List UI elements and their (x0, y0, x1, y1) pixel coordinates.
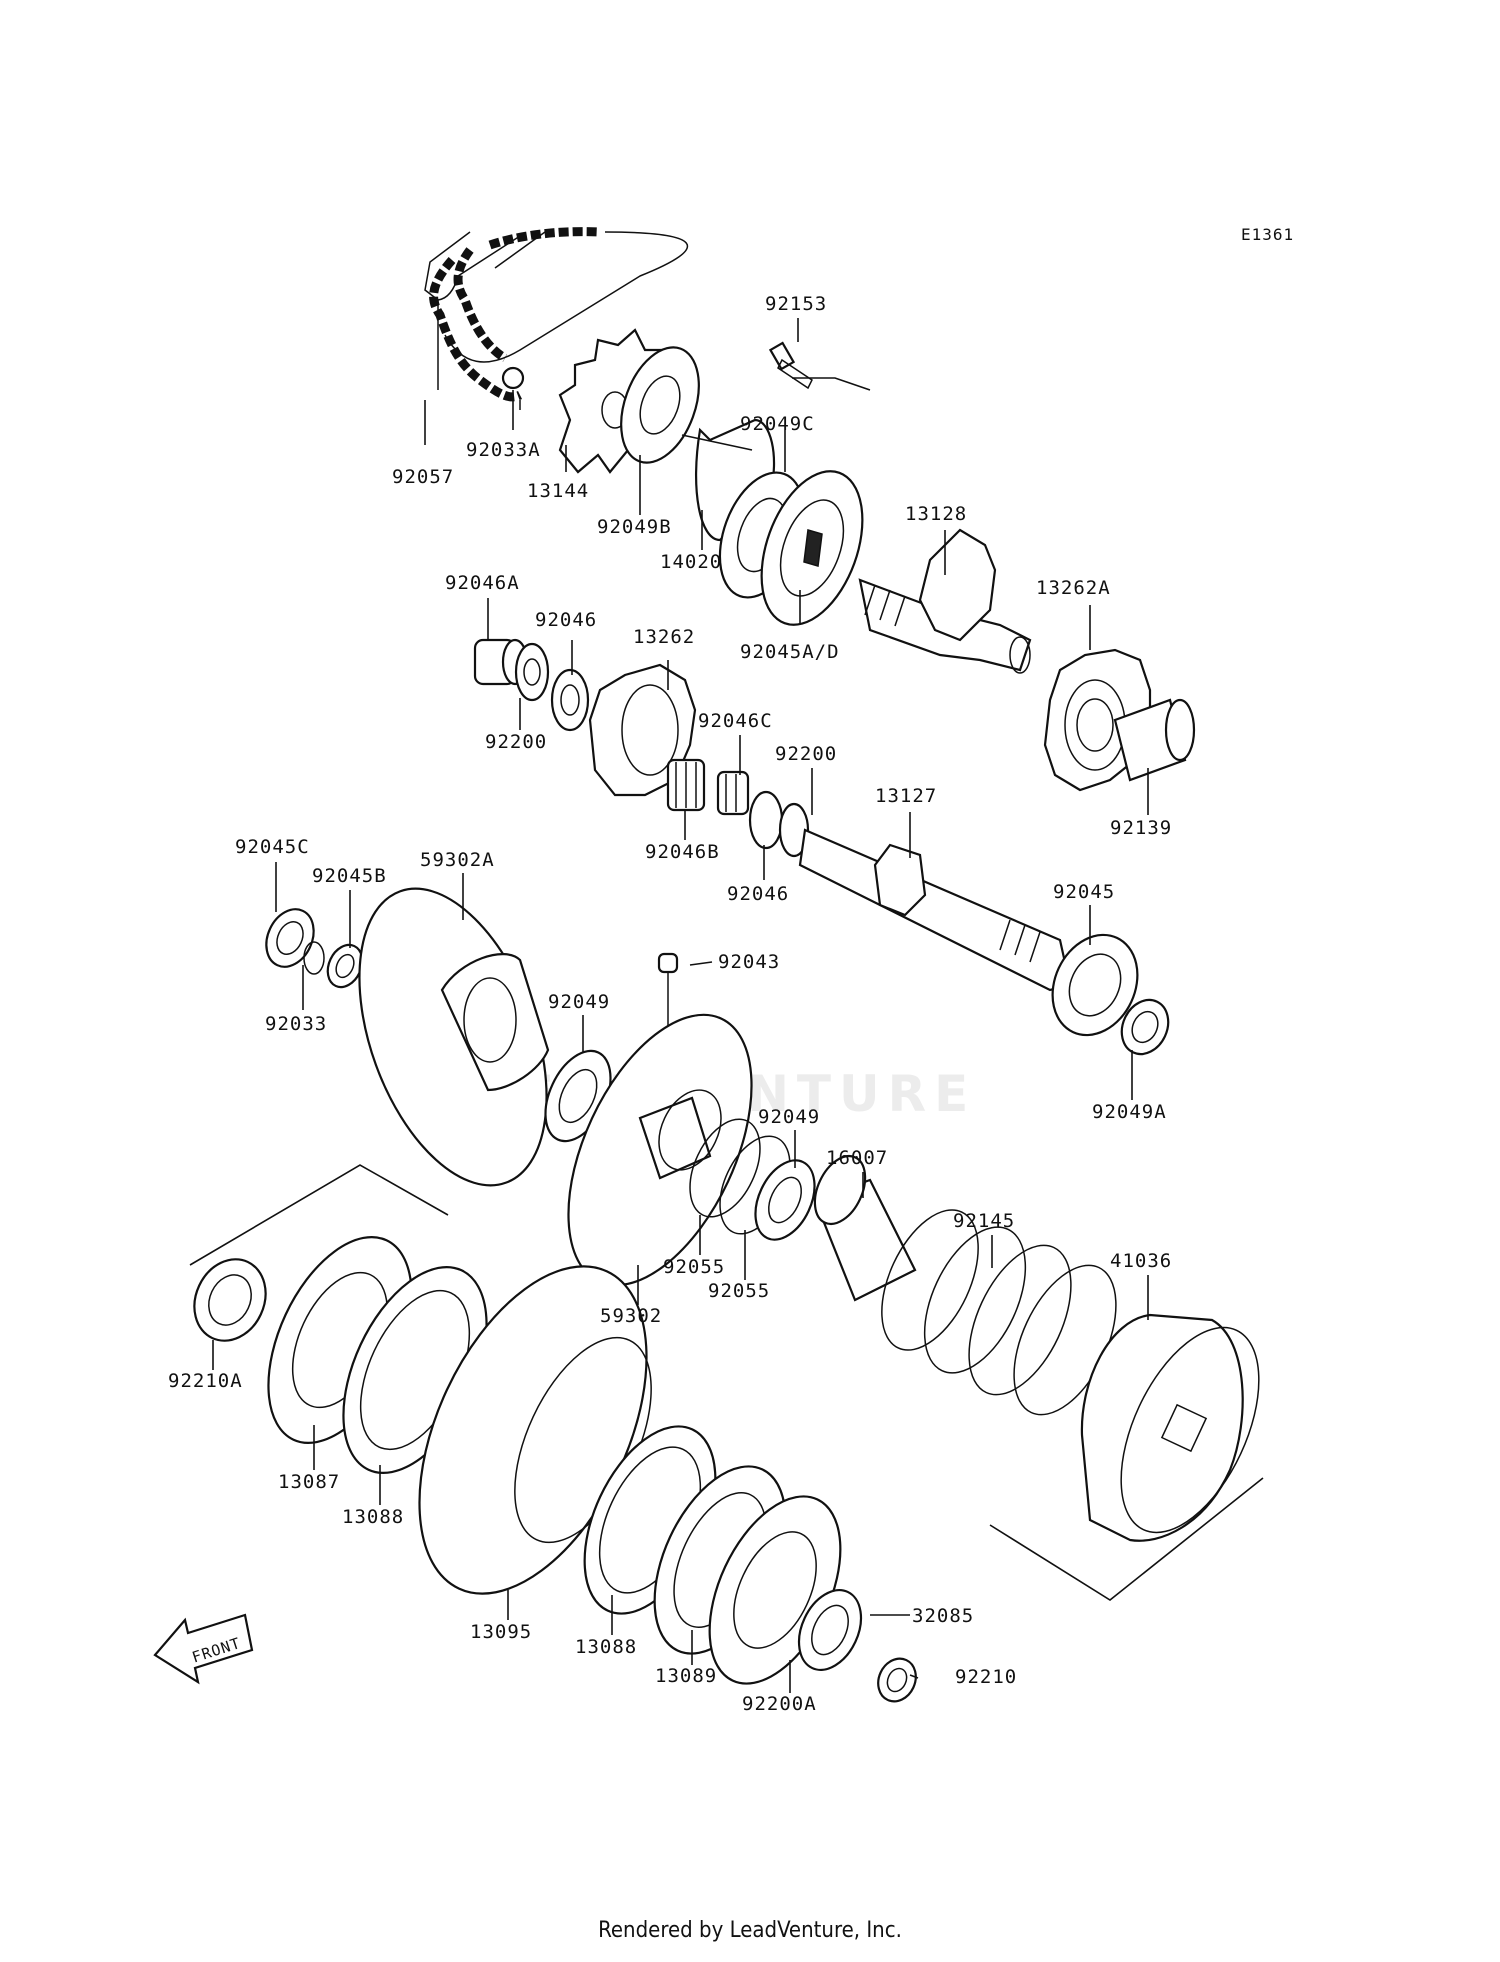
callout-label: 92046 (535, 609, 597, 631)
callout-label: 59302 (600, 1305, 662, 1327)
front-arrow-icon: FRONT (153, 1613, 254, 1685)
callout-label: 92033 (265, 1013, 327, 1035)
collar-part (1113, 698, 1196, 782)
callout-label: 13262A (1036, 577, 1111, 599)
callout-label: 92046C (698, 710, 773, 732)
callout-label: 13127 (875, 785, 937, 807)
clutch-housing-part (418, 1265, 652, 1595)
bearing-part (265, 908, 364, 989)
output-shaft-part (798, 828, 1072, 992)
callout-label: 92057 (392, 466, 454, 488)
callout-label: 92049 (548, 991, 610, 1013)
clutch-shoe-part (1080, 1313, 1260, 1542)
needle-bearing-part (666, 758, 750, 816)
bearing-part (1051, 933, 1170, 1056)
washer-part (514, 642, 590, 732)
callout-label: 59302A (420, 849, 495, 871)
callout-label: 13088 (342, 1506, 404, 1528)
assembly-bracket-lines (189, 377, 1264, 1601)
callout-label: 13088 (575, 1636, 637, 1658)
collar-part (813, 1154, 917, 1302)
callout-label: 92200A (742, 1693, 817, 1715)
nut-part (877, 1657, 917, 1703)
callout-label: 13144 (527, 480, 589, 502)
washer-part (748, 790, 810, 858)
callout-label: 13089 (655, 1665, 717, 1687)
callout-label: 16007 (826, 1147, 888, 1169)
callout-label: 92049A (1092, 1101, 1167, 1123)
footer-credit: Rendered by LeadVenture, Inc. (598, 1918, 902, 1943)
driven-shaft-part (858, 528, 1032, 674)
callout-label: 92055 (708, 1280, 770, 1302)
callout-label: 13087 (278, 1471, 340, 1493)
callout-label: 92210A (168, 1370, 243, 1392)
callout-label: 92139 (1110, 817, 1172, 839)
callout-label: 92200 (775, 743, 837, 765)
bearing-part (718, 470, 864, 626)
callout-label: 92153 (765, 293, 827, 315)
clutch-plate-part (583, 1425, 863, 1685)
callout-label: 92033A (466, 439, 541, 461)
seal-part (689, 1118, 816, 1241)
leader-lines (212, 318, 1149, 1693)
callout-label: 32085 (912, 1605, 974, 1627)
callout-label: 92045A/D (740, 641, 840, 663)
callout-label: 14020 (660, 551, 722, 573)
callout-label: 13095 (470, 1621, 532, 1643)
callout-label: 92045B (312, 865, 387, 887)
callout-label: 92200 (485, 731, 547, 753)
callout-label: 92045 (1053, 881, 1115, 903)
callout-labels: 92153 92057 92033A 13144 92049B 14020 92… (168, 293, 1172, 1715)
callout-label: 92043 (718, 951, 780, 973)
drive-chain-part (424, 227, 689, 410)
nut-part (193, 1258, 267, 1342)
callout-label: 92055 (663, 1256, 725, 1278)
diagram-code: E1361 (1241, 225, 1295, 244)
callout-label: 92046 (727, 883, 789, 905)
callout-label: 41036 (1110, 1250, 1172, 1272)
callout-label: 92049 (758, 1106, 820, 1128)
callout-label: 13128 (905, 503, 967, 525)
callout-label: 92049C (740, 413, 815, 435)
fixed-pulley-part (358, 887, 550, 1187)
movable-pulley-part (567, 1013, 753, 1287)
callout-label: 92045C (235, 836, 310, 858)
callout-label: 92046B (645, 841, 720, 863)
callout-label: 13262 (633, 626, 695, 648)
callout-label: 92046A (445, 572, 520, 594)
callout-label: 92210 (955, 1666, 1017, 1688)
bolt-part (768, 341, 813, 390)
callout-label: 92145 (953, 1210, 1015, 1232)
callout-label: 92049B (597, 516, 672, 538)
